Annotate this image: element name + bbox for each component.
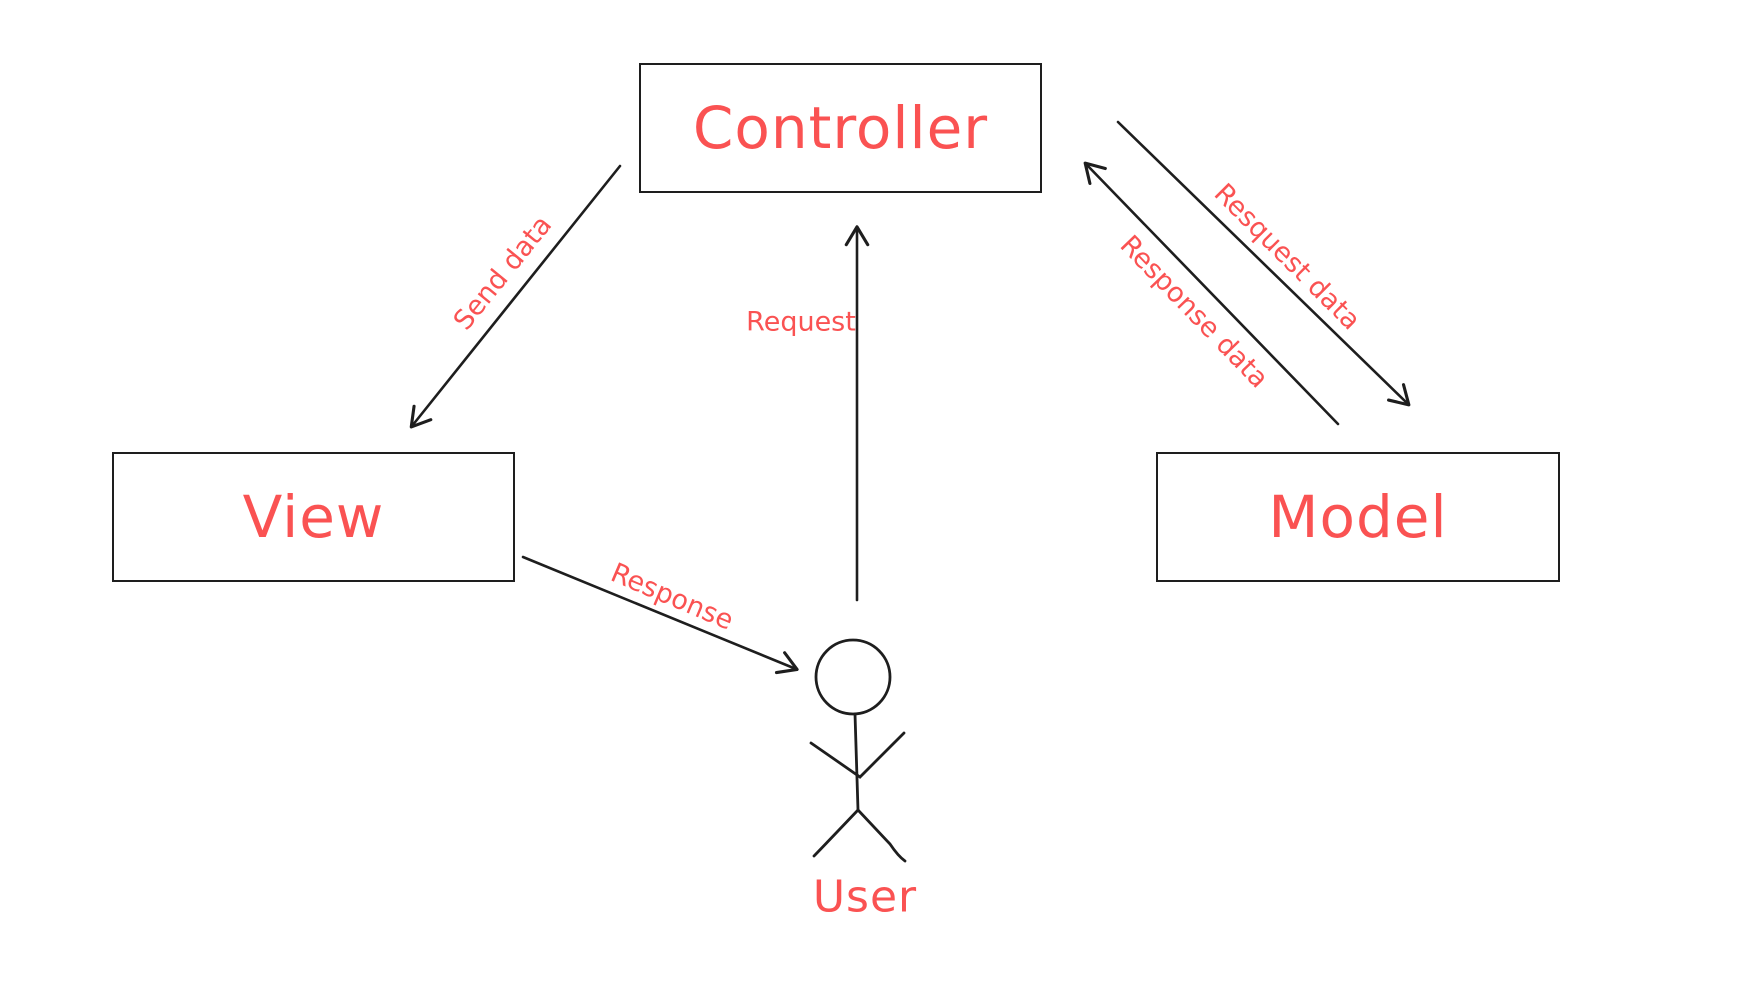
user-arms <box>809 731 906 779</box>
send-data-arrow <box>409 164 622 429</box>
response-arrow <box>521 555 799 675</box>
user-label: User <box>812 871 918 923</box>
user-left-leg <box>812 808 860 858</box>
node-model: Model <box>1156 452 1560 582</box>
node-controller: Controller <box>639 63 1042 193</box>
user-body <box>853 712 860 812</box>
node-controller-label: Controller <box>692 94 989 162</box>
user-head <box>814 638 892 716</box>
edge-label-request: Request <box>746 306 856 338</box>
user-figure <box>809 638 907 863</box>
response-data-arrow <box>1083 161 1340 426</box>
node-view-label: View <box>242 483 385 551</box>
node-view: View <box>112 452 515 582</box>
user-right-leg <box>856 808 907 863</box>
request-data-arrow <box>1116 120 1411 407</box>
node-model-label: Model <box>1268 483 1448 551</box>
